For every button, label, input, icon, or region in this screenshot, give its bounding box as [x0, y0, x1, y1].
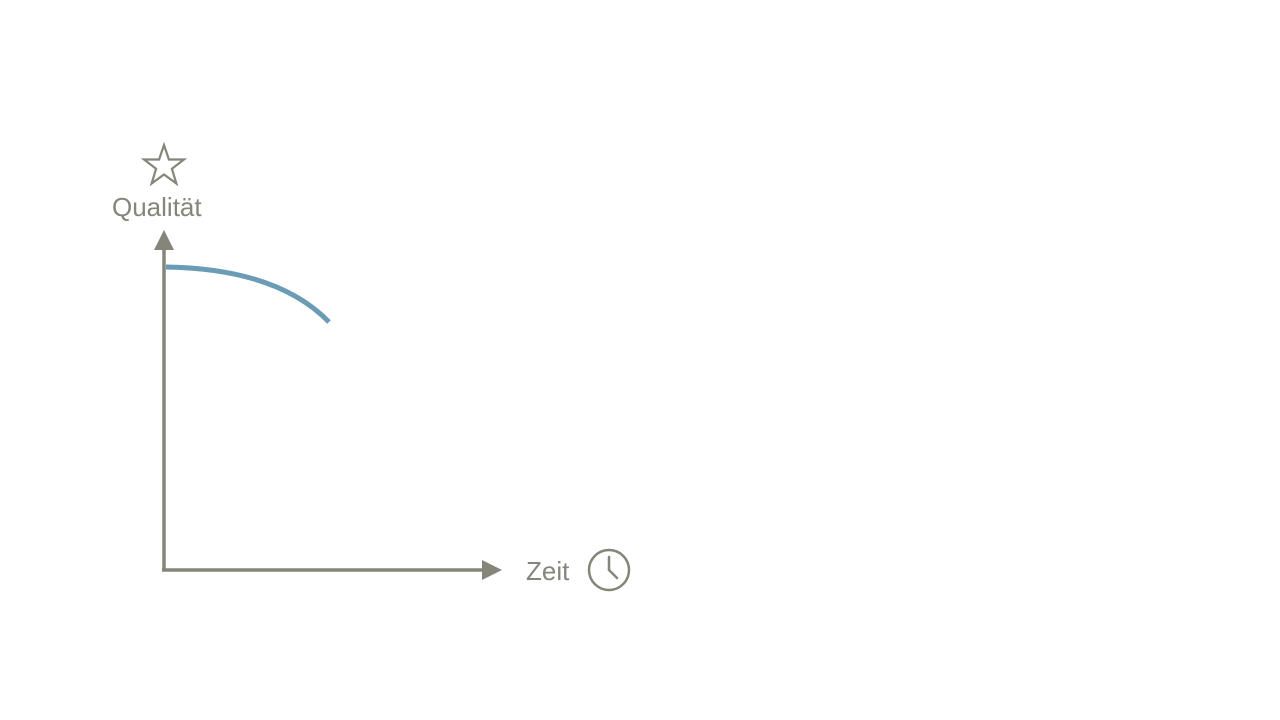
- x-axis-label: Zeit: [526, 556, 570, 586]
- y-axis-label: Qualität: [112, 192, 202, 222]
- x-axis: [162, 560, 502, 580]
- quality-curve: [165, 264, 331, 324]
- star-icon: [140, 141, 188, 187]
- clock-icon: [587, 548, 631, 592]
- y-axis: [154, 230, 174, 571]
